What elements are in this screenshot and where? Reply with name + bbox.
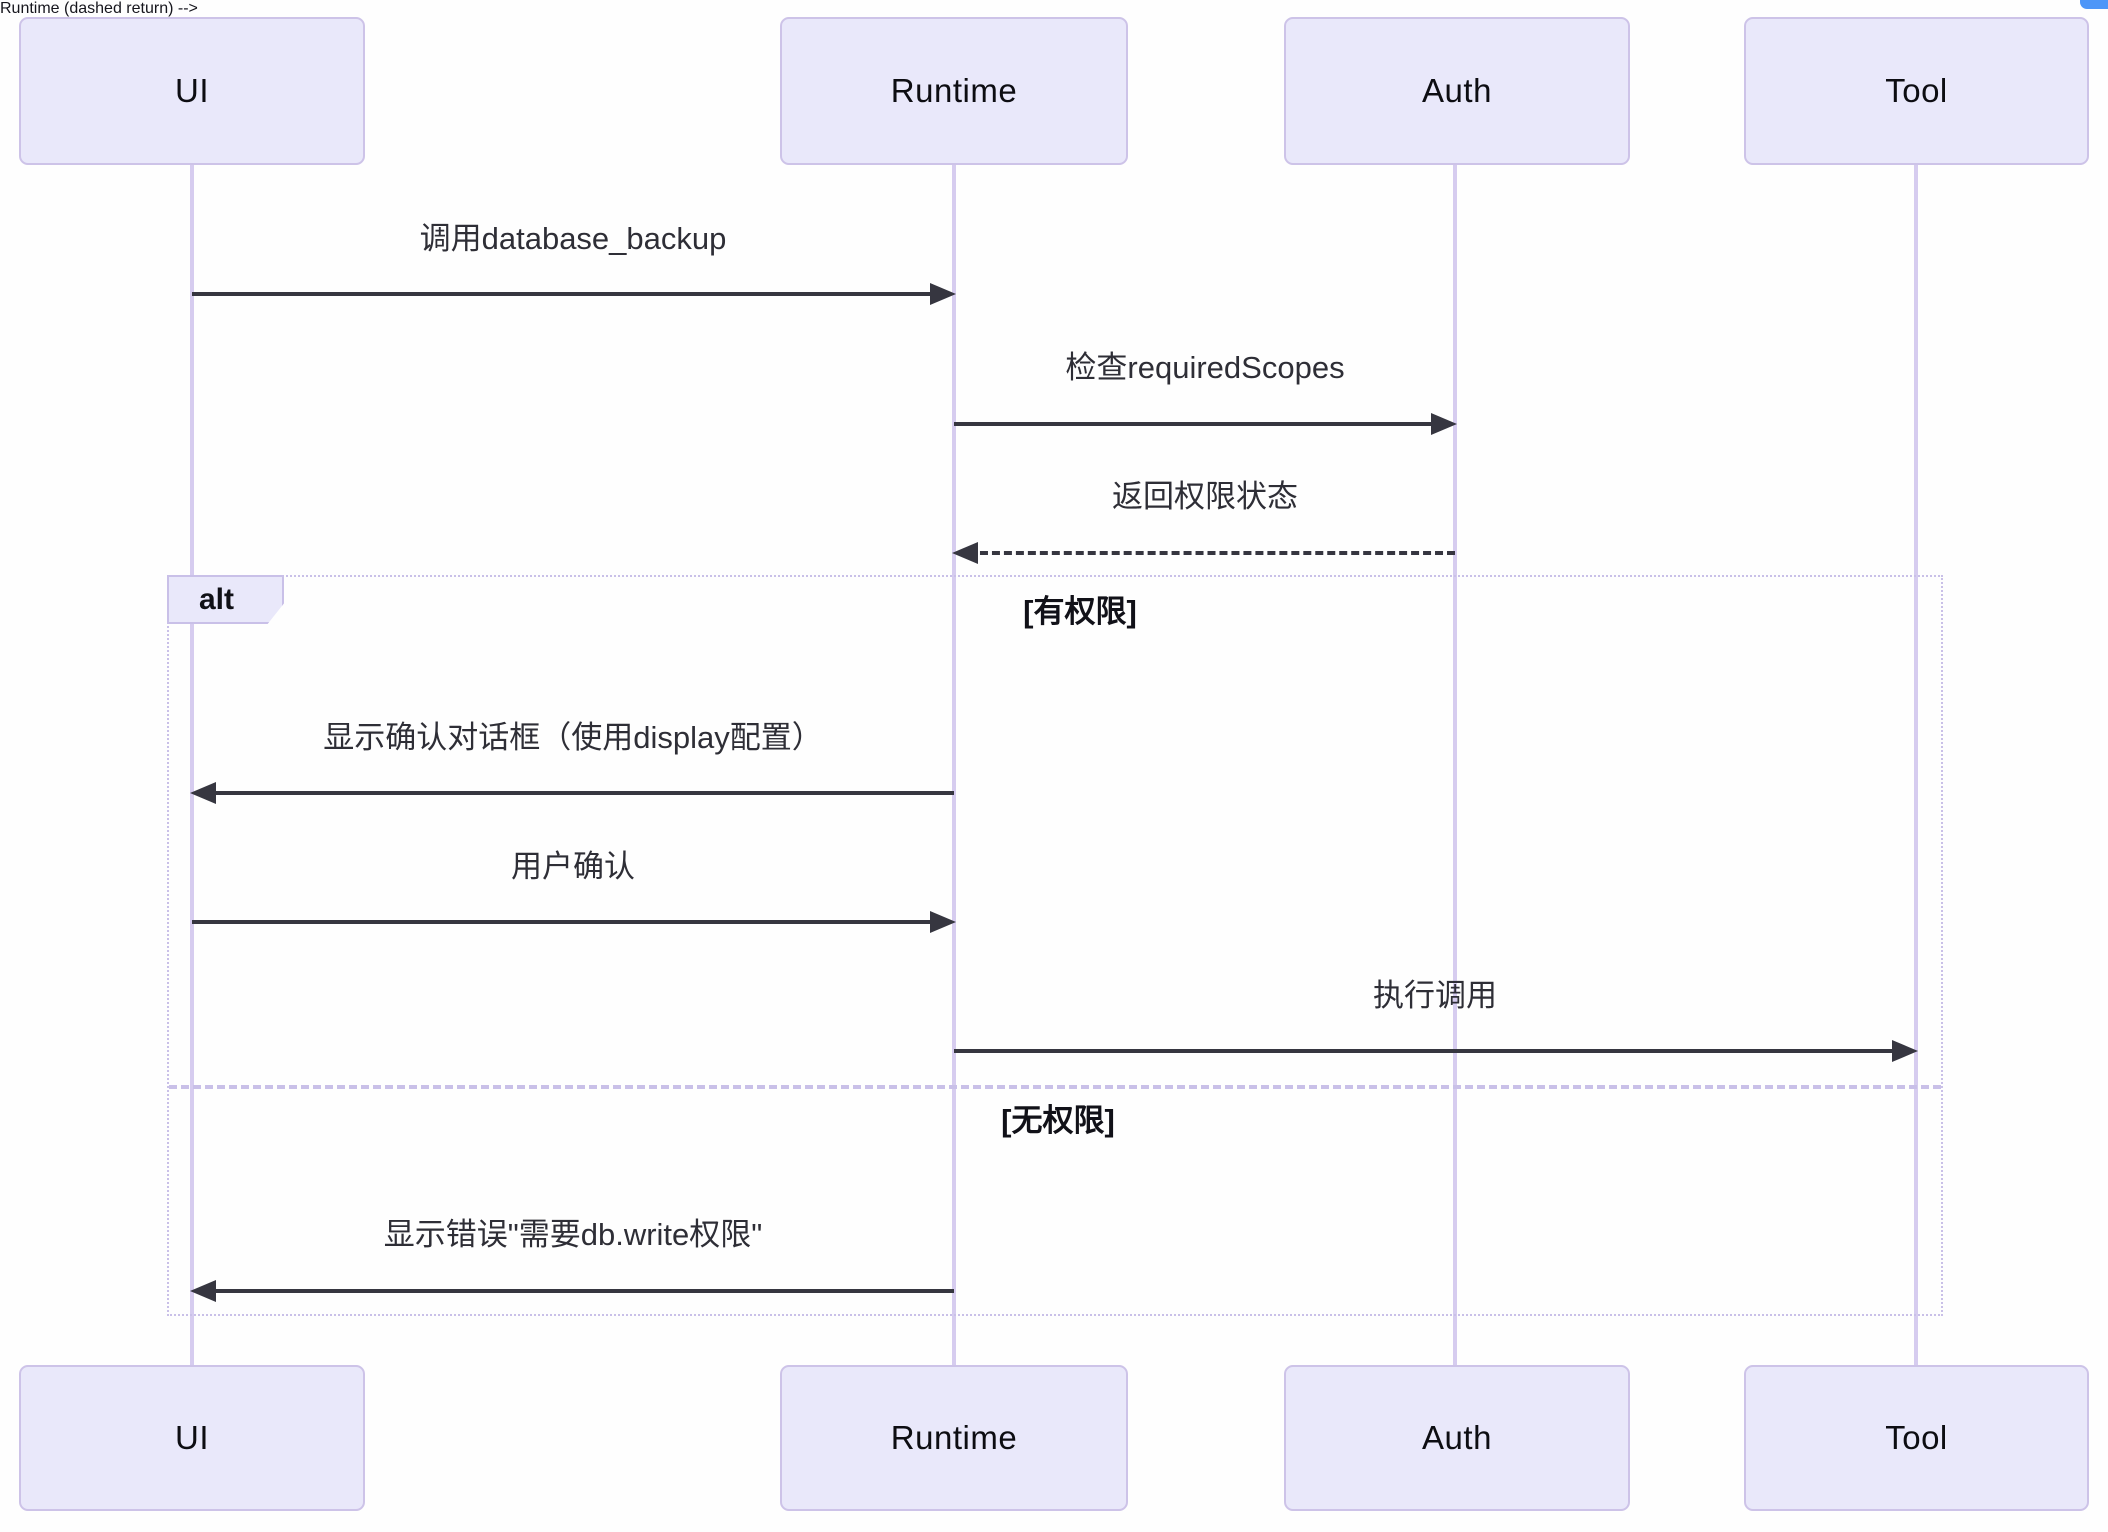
alt-condition-no-permission: [无权限] — [1001, 1103, 1115, 1138]
arrow-shaft — [954, 422, 1441, 426]
message-label-call-database-backup: 调用database_backup — [419, 221, 727, 256]
arrow-shaft — [206, 1289, 954, 1293]
message-label-show-confirm-dialog: 显示确认对话框（使用display配置） — [323, 720, 823, 755]
lifeline-ui — [190, 165, 194, 1365]
actor-top-auth: Auth — [1284, 17, 1630, 165]
arrowhead-icon — [952, 542, 978, 564]
arrowhead-icon — [190, 1280, 216, 1302]
arrowhead-icon — [190, 782, 216, 804]
arrow-shaft — [206, 791, 954, 795]
message-label-return-permission-status: 返回权限状态 — [1112, 479, 1298, 514]
actor-label: UI — [175, 1419, 209, 1456]
actor-label: Auth — [1422, 1419, 1492, 1456]
lifeline-auth — [1453, 165, 1457, 1365]
actor-label: UI — [175, 72, 209, 109]
arrowhead-icon — [930, 283, 956, 305]
lifeline-tool — [1914, 165, 1918, 1365]
arrowhead-icon — [1892, 1040, 1918, 1062]
actor-top-tool: Tool — [1744, 17, 2089, 165]
alt-condition-has-permission: [有权限] — [1023, 594, 1137, 629]
actor-label: Auth — [1422, 72, 1492, 109]
message-label-user-confirm: 用户确认 — [511, 849, 635, 884]
message-label-execute-call: 执行调用 — [1373, 978, 1497, 1013]
actor-bottom-runtime: Runtime — [780, 1365, 1128, 1511]
alt-section-divider — [169, 1085, 1941, 1089]
actor-label: Tool — [1885, 1419, 1948, 1456]
arrow-shaft — [968, 551, 1455, 555]
overlay-chip-fragment[interactable] — [2080, 0, 2108, 9]
actor-label: Runtime — [890, 1419, 1018, 1456]
alt-fragment-frame: alt — [167, 575, 1943, 1316]
lifeline-runtime — [952, 165, 956, 1365]
message-label-check-required-scopes: 检查requiredScopes — [1065, 350, 1345, 385]
actor-top-runtime: Runtime — [780, 17, 1128, 165]
actor-bottom-auth: Auth — [1284, 1365, 1630, 1511]
arrow-shaft — [192, 292, 940, 296]
actor-top-ui: UI — [19, 17, 365, 165]
actor-bottom-tool: Tool — [1744, 1365, 2089, 1511]
arrow-shaft — [954, 1049, 1902, 1053]
arrowhead-icon — [930, 911, 956, 933]
arrowhead-icon — [1431, 413, 1457, 435]
alt-fragment-label: alt — [167, 575, 284, 624]
actor-label: Tool — [1885, 72, 1948, 109]
arrow-shaft — [192, 920, 940, 924]
actor-label: Runtime — [890, 72, 1018, 109]
actor-bottom-ui: UI — [19, 1365, 365, 1511]
message-label-show-error: 显示错误"需要db.write权限" — [383, 1217, 763, 1252]
